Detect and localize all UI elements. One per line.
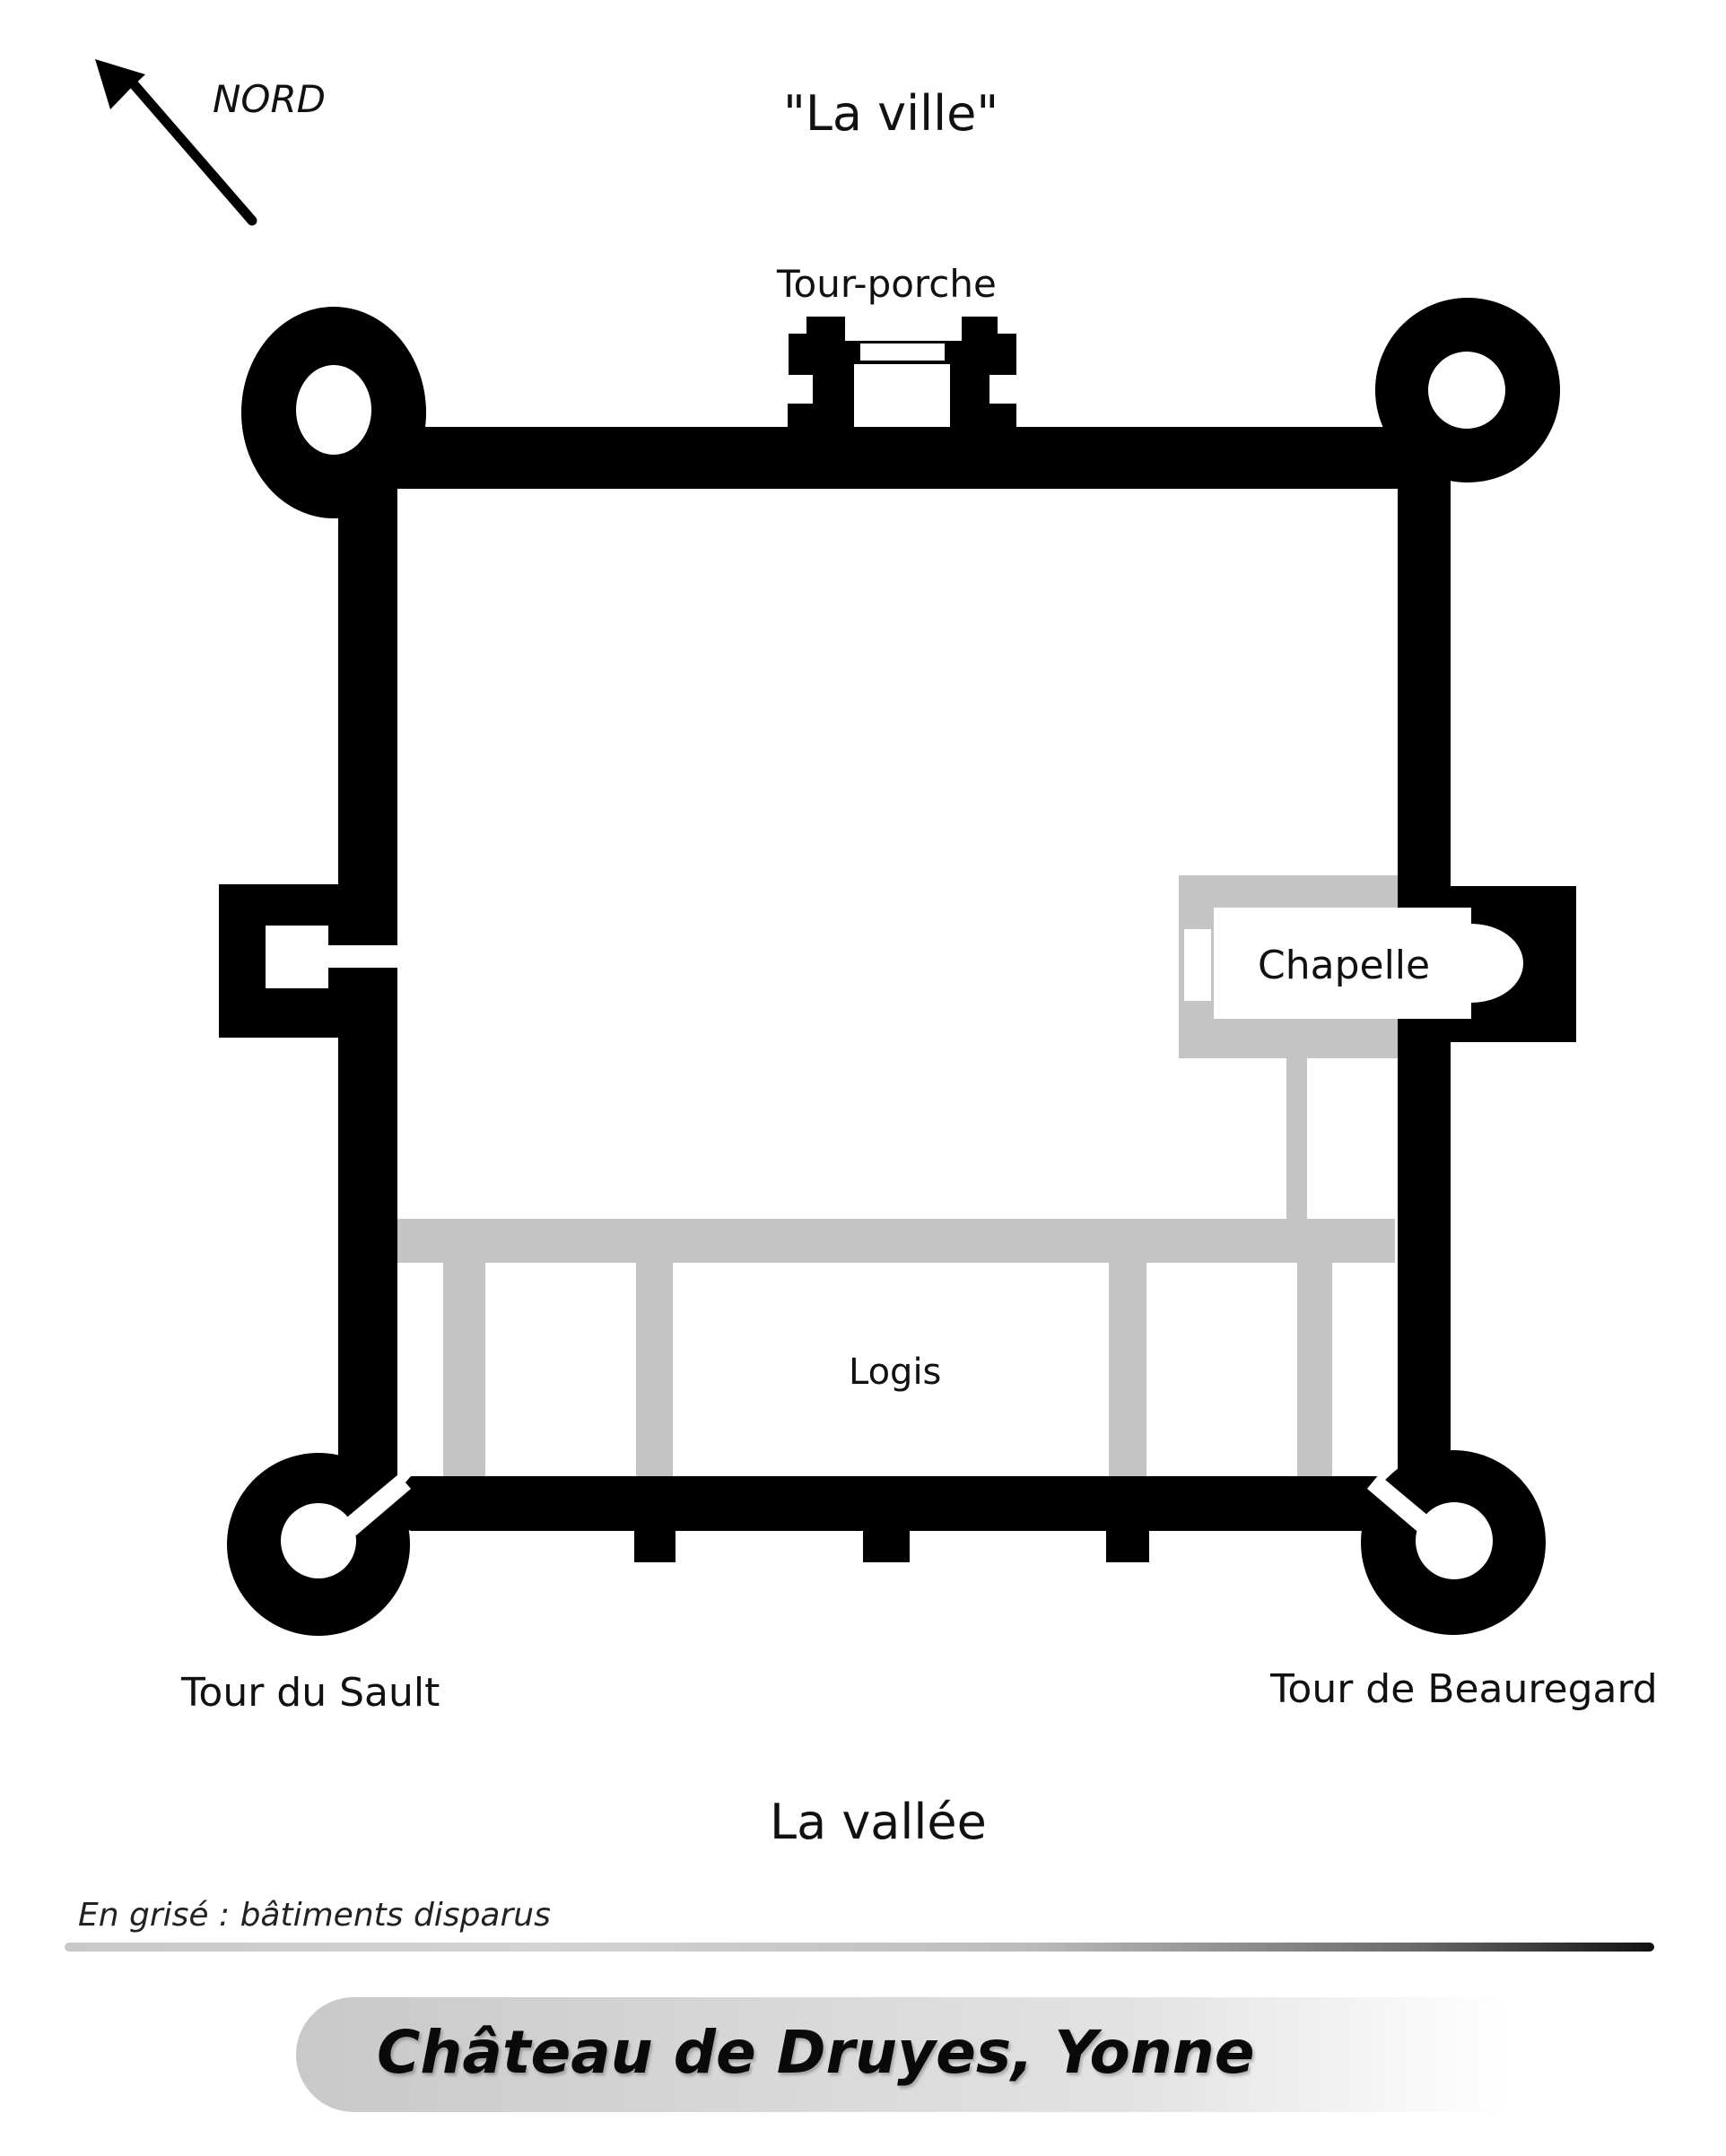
west-annex	[219, 884, 397, 1038]
city-label: "La ville"	[783, 85, 999, 142]
legend-text: En grisé : bâtiments disparus	[78, 1897, 551, 1934]
title-banner	[296, 1997, 1507, 2112]
diagram-title: Château de Druyes, Yonne	[377, 2018, 1255, 2087]
north-arrow-icon	[95, 59, 257, 226]
buttress	[634, 1525, 676, 1562]
divider-rule	[65, 1943, 1654, 1952]
north-curtain-wall	[395, 427, 1399, 489]
tour-du-sault-label: Tour du Sault	[181, 1670, 440, 1716]
logis-label: Logis	[849, 1352, 942, 1393]
chapel-label: Chapelle	[1258, 943, 1431, 988]
buttress	[863, 1525, 910, 1562]
tour-de-beauregard-label: Tour de Beauregard	[1270, 1666, 1658, 1712]
north-label: NORD	[213, 77, 326, 121]
south-curtain-wall	[377, 1476, 1417, 1531]
gate-tower-label: Tour-porche	[777, 262, 997, 306]
valley-label: La vallée	[770, 1794, 987, 1850]
buttress	[1106, 1525, 1149, 1562]
